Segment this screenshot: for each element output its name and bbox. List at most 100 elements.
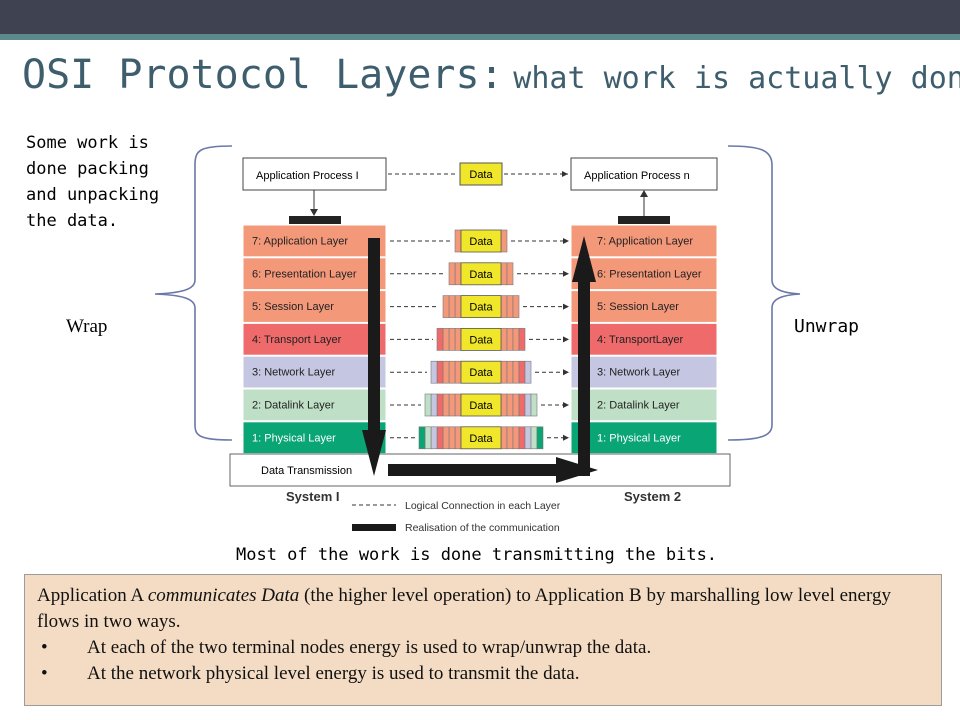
packet-trailer-stripe xyxy=(518,426,526,450)
packet-header-stripe xyxy=(454,262,462,286)
transmitting-note: Most of the work is done transmitting th… xyxy=(236,545,718,565)
packet-trailer-stripe xyxy=(500,295,508,318)
packet-trailer-stripe xyxy=(506,360,514,384)
packet-header-stripe xyxy=(448,262,456,286)
packet-header-stripe xyxy=(442,393,450,417)
packet-trailer-stripe xyxy=(512,295,520,318)
packet-trailer-stripe xyxy=(512,426,520,450)
app-right-plug xyxy=(618,216,670,224)
arrow-head xyxy=(640,190,648,197)
arrow-head xyxy=(563,270,569,277)
info-bullet: At each of the two terminal nodes energy… xyxy=(37,635,929,661)
packet-header-stripe xyxy=(454,229,462,253)
packet-trailer-stripe xyxy=(512,360,520,384)
layer-label-right: 3: Network Layer xyxy=(597,367,680,379)
transmit-arrow-head xyxy=(556,457,598,483)
packet-trailer-stripe xyxy=(500,360,508,384)
packet-header-stripe xyxy=(442,426,450,450)
title-main: OSI Protocol Layers: xyxy=(22,52,504,98)
data-packet xyxy=(460,229,502,253)
title-sub: what work is actually done? xyxy=(513,61,960,96)
data-packet-label: Data xyxy=(469,334,493,346)
transmit-arrow-shaft xyxy=(388,464,558,476)
unwrap-arrow-shaft xyxy=(578,278,590,476)
layer-box-right xyxy=(570,421,718,455)
app-process-left-box xyxy=(242,157,387,191)
packet-trailer-stripe xyxy=(506,295,514,318)
packet-header-stripe xyxy=(442,360,450,384)
data-packet-label: Data xyxy=(469,400,493,412)
wrap-arrow-head xyxy=(362,430,386,476)
packet-trailer-stripe xyxy=(506,426,514,450)
slide-title: OSI Protocol Layers: what work is actual… xyxy=(22,52,960,98)
data-packet-label: Data xyxy=(469,269,493,281)
app-left-plug xyxy=(289,216,341,224)
data-packet xyxy=(460,426,502,450)
layer-box-right xyxy=(570,290,718,323)
data-packet-label: Data xyxy=(469,302,493,314)
layer-box-right xyxy=(570,322,718,356)
packing-note-line: and unpacking xyxy=(26,185,160,205)
legend-thick-line xyxy=(352,524,396,531)
info-bullet: At the network physical level energy is … xyxy=(37,661,929,687)
info-rest: (the higher level operation) to Applicat… xyxy=(37,585,891,632)
packet-header-stripe xyxy=(454,426,462,450)
packet-header-stripe xyxy=(442,295,450,318)
system-left-label: System I xyxy=(286,489,339,504)
layer-box-left xyxy=(242,257,387,291)
packet-trailer-stripe xyxy=(530,426,538,450)
packet-header-stripe xyxy=(448,360,456,384)
layer-label-right: 7: Application Layer xyxy=(597,236,693,248)
packet-trailer-stripe xyxy=(500,262,508,286)
layer-box-right xyxy=(570,355,718,389)
packet-trailer-stripe xyxy=(500,328,508,351)
unwrap-arrow-head xyxy=(572,236,596,282)
packet-header-stripe xyxy=(454,295,462,318)
packet-trailer-stripe xyxy=(524,360,532,384)
packet-trailer-stripe xyxy=(524,393,532,417)
layer-label-left: 7: Application Layer xyxy=(252,236,348,248)
layer-label-left: 2: Datalink Layer xyxy=(252,400,335,412)
packing-note-line: done packing xyxy=(26,159,149,179)
info-bullets: At each of the two terminal nodes energy… xyxy=(37,635,929,687)
info-box: Application A communicates Data (the hig… xyxy=(24,574,942,706)
packet-header-stripe xyxy=(442,328,450,351)
packet-header-stripe xyxy=(436,393,444,417)
top-bar xyxy=(0,0,960,34)
packet-trailer-stripe xyxy=(500,393,508,417)
packet-header-stripe xyxy=(436,328,444,351)
arrow-head xyxy=(310,209,318,216)
packet-header-stripe xyxy=(448,426,456,450)
packet-header-stripe xyxy=(454,360,462,384)
app-process-right-text: Application Process n xyxy=(584,170,690,182)
layer-box-left xyxy=(242,421,387,455)
layer-label-right: 1: Physical Layer xyxy=(597,432,681,444)
legend-logical-text: Logical Connection in each Layer xyxy=(405,500,561,512)
packet-trailer-stripe xyxy=(500,229,508,253)
layer-label-right: 4: TransportLayer xyxy=(597,334,684,346)
packet-trailer-stripe xyxy=(518,393,526,417)
packet-header-stripe xyxy=(424,426,432,450)
arrow-head xyxy=(563,336,569,343)
packet-trailer-stripe xyxy=(530,393,538,417)
packet-header-stripe xyxy=(454,328,462,351)
packet-trailer-stripe xyxy=(524,426,532,450)
data-packet xyxy=(460,327,502,351)
info-italic: communicates Data xyxy=(147,585,300,606)
packet-trailer-stripe xyxy=(512,328,520,351)
layer-box-left xyxy=(242,224,387,258)
layer-label-left: 4: Transport Layer xyxy=(252,334,342,346)
packet-trailer-stripe xyxy=(518,360,526,384)
info-prefix: Application A xyxy=(37,585,148,606)
layer-label-right: 2: Datalink Layer xyxy=(597,400,680,412)
legend-realisation-text: Realisation of the communication xyxy=(405,522,560,534)
unwrap-label: Unwrap xyxy=(794,316,860,337)
arrow-head xyxy=(563,303,569,310)
layer-box-left xyxy=(242,322,387,356)
layer-label-left: 1: Physical Layer xyxy=(252,432,336,444)
layer-box-left xyxy=(242,388,387,422)
packet-trailer-stripe xyxy=(512,393,520,417)
left-brace xyxy=(154,145,233,441)
